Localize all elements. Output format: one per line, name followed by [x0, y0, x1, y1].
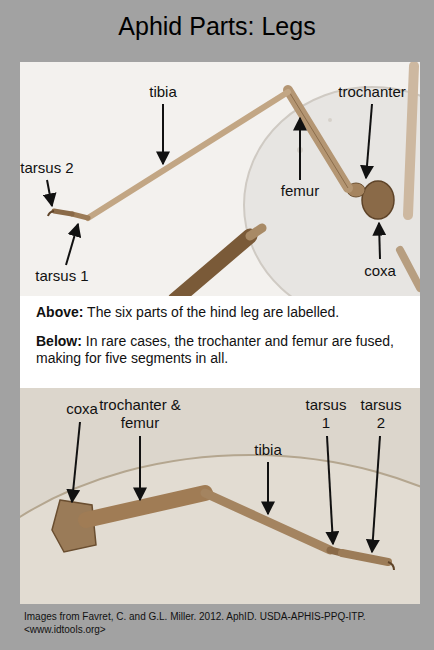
- leader-arrows: [47, 104, 380, 265]
- part-label: coxa: [57, 400, 107, 418]
- image-credit: Images from Favret, C. and G.L. Miller. …: [24, 610, 420, 636]
- text-panel: Above: The six parts of the hind leg are…: [20, 296, 420, 388]
- part-label: trochanter & femur: [92, 396, 188, 432]
- panel-text: Below: In rare cases, the trochanter and…: [36, 333, 404, 367]
- part-label: tibia: [243, 441, 293, 459]
- part-label: tarsus 2: [16, 159, 78, 177]
- page-title: Aphid Parts: Legs: [0, 12, 434, 41]
- hind-leg-photo: [48, 66, 420, 296]
- leader-arrows: [72, 422, 380, 552]
- part-label: tarsus 2: [357, 396, 405, 432]
- panel-text: Above: The six parts of the hind leg are…: [36, 304, 404, 321]
- part-label: tibia: [133, 83, 193, 101]
- part-label: tarsus 1: [31, 267, 93, 285]
- part-label: tarsus 1: [302, 396, 350, 432]
- part-label: femur: [270, 182, 330, 200]
- fused-leg-photo: [20, 455, 420, 604]
- part-label: coxa: [355, 262, 405, 280]
- part-label: trochanter: [327, 83, 417, 101]
